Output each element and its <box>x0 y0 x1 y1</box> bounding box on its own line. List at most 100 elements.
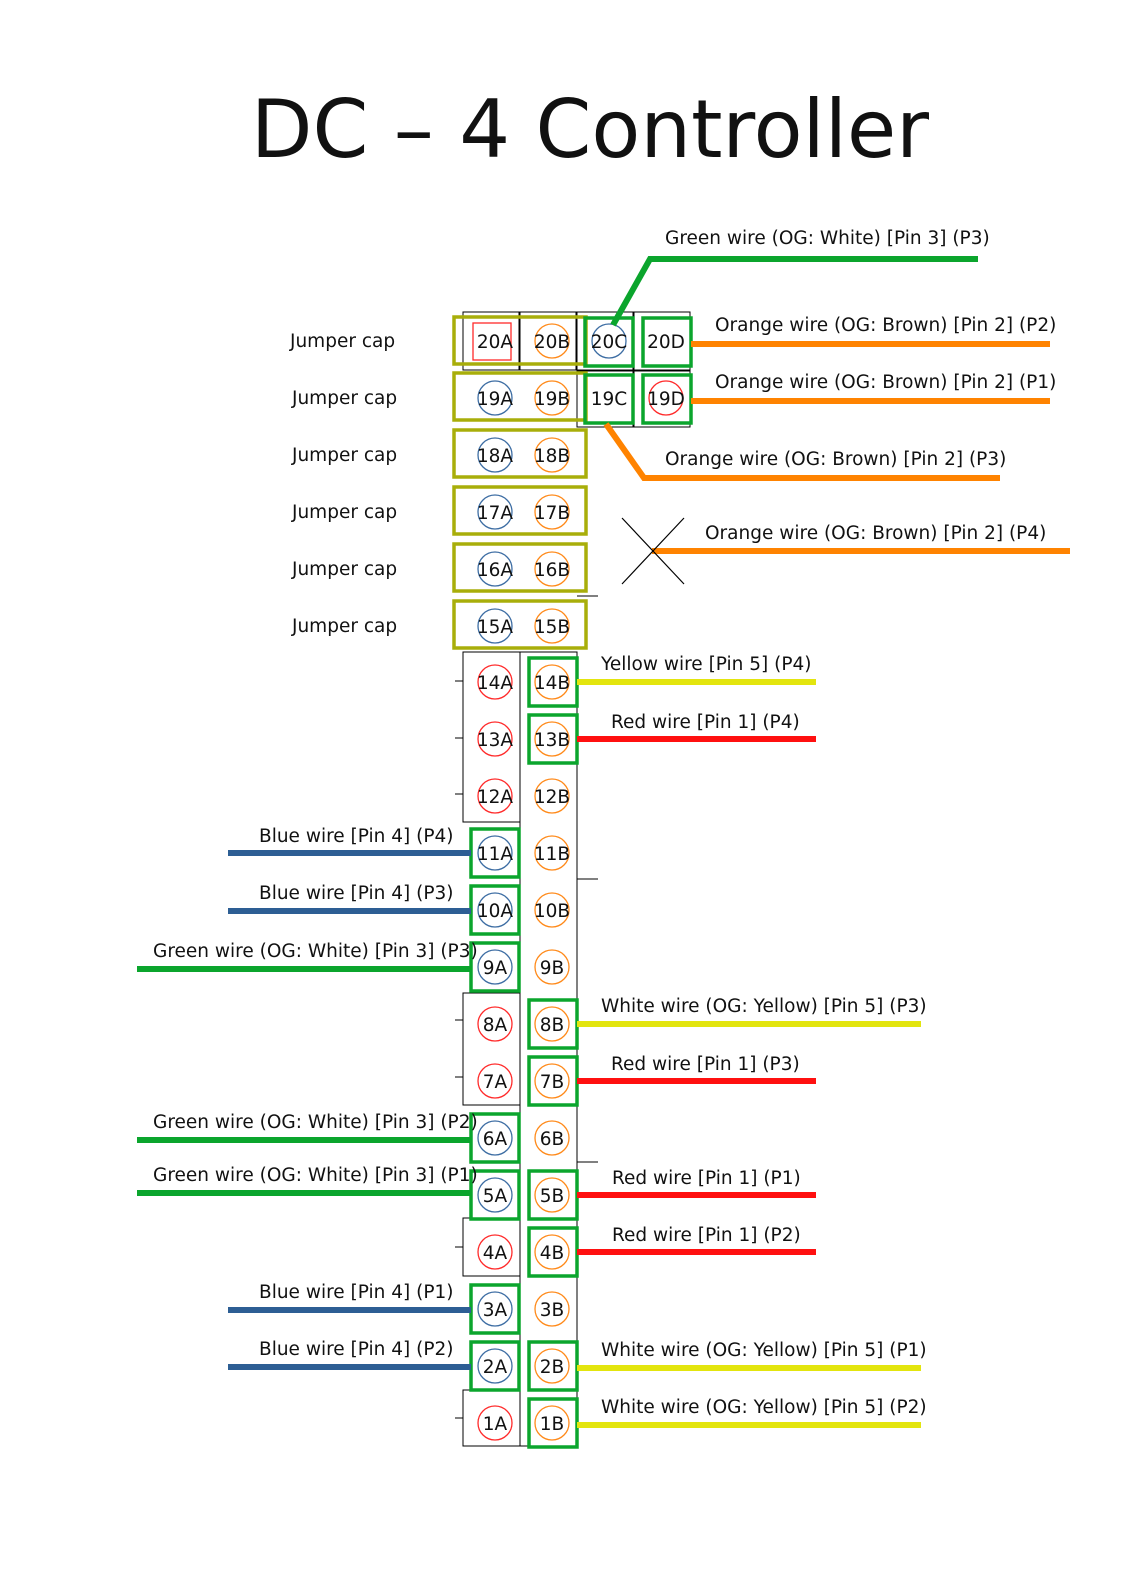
pin-label-5b: 5B <box>540 1186 564 1207</box>
pin-13b-circle <box>534 721 570 757</box>
jumper-cap-17 <box>452 485 588 536</box>
pin-15a-circle <box>477 608 513 644</box>
pin-4b-circle <box>534 1234 570 1270</box>
pin-circles <box>472 322 684 1441</box>
conn-box-19c <box>583 373 635 425</box>
pin-label-5a: 5A <box>483 1186 508 1207</box>
pin-15b-circle <box>534 608 570 644</box>
wire-label-1b: White wire (OG: Yellow) [Pin 5] (P2) <box>601 1397 927 1418</box>
pin-label-19c: 19C <box>591 389 627 410</box>
pin-17b-circle <box>534 494 570 530</box>
wire-label-7b: Red wire [Pin 1] (P3) <box>611 1054 800 1075</box>
pin-14b-circle <box>534 664 570 700</box>
wire-label-2a: Blue wire [Pin 4] (P2) <box>259 1339 454 1360</box>
pin-label-18a: 18A <box>477 446 514 467</box>
pin-label-3a: 3A <box>483 1300 508 1321</box>
pin-16b-circle <box>534 551 570 587</box>
pin-label-8a: 8A <box>483 1015 508 1036</box>
wire-label-5a: Green wire (OG: White) [Pin 3] (P1) <box>153 1165 478 1186</box>
wire-label-6a: Green wire (OG: White) [Pin 3] (P2) <box>153 1112 478 1133</box>
wire-label-20c: Green wire (OG: White) [Pin 3] (P3) <box>665 228 990 249</box>
pin-label-12b: 12B <box>534 787 570 808</box>
pin-label-15a: 15A <box>477 617 514 638</box>
pin-14a-circle <box>477 664 513 700</box>
pin-2b-circle <box>534 1348 570 1384</box>
wire-label-19d: Orange wire (OG: Brown) [Pin 2] (P1) <box>715 372 1056 393</box>
pin-label-19d: 19D <box>647 389 685 410</box>
pin-19b-circle <box>534 380 570 416</box>
pin-11b-circle <box>534 835 570 871</box>
jumper-label-19: Jumper cap <box>291 388 397 409</box>
housing-block-a-8-7 <box>462 992 521 1106</box>
pin-labels: 20A 20B 20C 20D 19A 19B 19C 19D 18A 18B … <box>477 332 685 1435</box>
wire-labels: Green wire (OG: White) [Pin 3] (P3) Oran… <box>153 228 1056 1418</box>
jumper-cap-16 <box>452 542 588 593</box>
pin-label-7a: 7A <box>483 1072 508 1093</box>
conn-box-20c <box>583 316 635 368</box>
pin-7b-circle <box>534 1063 570 1099</box>
pin-label-14b: 14B <box>534 673 570 694</box>
wire-label-13b: Red wire [Pin 1] (P4) <box>611 712 800 733</box>
pin-9b-circle <box>534 949 570 985</box>
jumper-label-16: Jumper cap <box>291 559 397 580</box>
pin-label-6b: 6B <box>540 1129 564 1150</box>
wire-label-11a: Blue wire [Pin 4] (P4) <box>259 826 454 847</box>
jumper-cap-18 <box>452 428 588 479</box>
pin-label-15b: 15B <box>534 617 570 638</box>
pin-label-19b: 19B <box>534 389 570 410</box>
wire-label-9a: Green wire (OG: White) [Pin 3] (P3) <box>153 941 478 962</box>
pin-label-12a: 12A <box>477 787 514 808</box>
pin-20a-square <box>472 322 512 361</box>
pin-label-16a: 16A <box>477 560 514 581</box>
pin-3b-circle <box>534 1291 570 1327</box>
pin-label-4b: 4B <box>540 1243 564 1264</box>
jumper-labels: Jumper cap Jumper cap Jumper cap Jumper … <box>289 331 397 637</box>
pin-18b-circle <box>534 437 570 473</box>
pin-label-20d: 20D <box>647 332 685 353</box>
pin-label-13b: 13B <box>534 730 570 751</box>
pin-20b-circle <box>534 323 570 359</box>
pin-label-20c: 20C <box>591 332 627 353</box>
wire-line-20c <box>610 256 978 327</box>
pin-label-11a: 11A <box>477 844 514 865</box>
page-title: DC – 4 Controller <box>251 83 929 176</box>
wire-label-3a: Blue wire [Pin 4] (P1) <box>259 1282 454 1303</box>
pin-label-10a: 10A <box>477 901 514 922</box>
jumper-label-18: Jumper cap <box>291 445 397 466</box>
pin-label-7b: 7B <box>540 1072 564 1093</box>
pin-8a-circle <box>477 1006 513 1042</box>
pin-17a-circle <box>477 494 513 530</box>
pin-label-20b: 20B <box>534 332 570 353</box>
pin-label-11b: 11B <box>534 844 570 865</box>
pin-7a-circle <box>477 1063 513 1099</box>
pin-10a-circle <box>477 892 513 928</box>
jumper-label-17: Jumper cap <box>291 502 397 523</box>
pin-19a-circle <box>477 380 513 416</box>
pin-2a-circle <box>477 1348 513 1384</box>
pin-20c-circle <box>591 323 627 359</box>
pin-label-8b: 8B <box>540 1015 564 1036</box>
housing-20b <box>519 311 577 371</box>
pin-6a-circle <box>477 1120 513 1156</box>
pin-label-4a: 4A <box>483 1243 508 1264</box>
pin-1a-circle <box>477 1405 513 1441</box>
wire-label-19c: Orange wire (OG: Brown) [Pin 2] (P3) <box>665 449 1006 470</box>
pin-3a-circle <box>477 1291 513 1327</box>
pin-label-2a: 2A <box>483 1357 508 1378</box>
wire-label-x: Orange wire (OG: Brown) [Pin 2] (P4) <box>705 523 1046 544</box>
wire-label-4b: Red wire [Pin 1] (P2) <box>612 1225 801 1246</box>
disconnected-x-mark <box>621 517 685 585</box>
pin-8b-circle <box>534 1006 570 1042</box>
pin-6b-circle <box>534 1120 570 1156</box>
pin-label-9b: 9B <box>540 958 564 979</box>
pin-label-19a: 19A <box>477 389 514 410</box>
wire-line-19c <box>603 422 1000 481</box>
pin-label-17b: 17B <box>534 503 570 524</box>
wire-label-5b: Red wire [Pin 1] (P1) <box>612 1168 801 1189</box>
pin-label-6a: 6A <box>483 1129 508 1150</box>
pin-label-14a: 14A <box>477 673 514 694</box>
wire-label-14b: Yellow wire [Pin 5] (P4) <box>600 654 812 675</box>
pin-5a-circle <box>477 1177 513 1213</box>
pin-label-1a: 1A <box>483 1414 508 1435</box>
pin-13a-circle <box>477 721 513 757</box>
